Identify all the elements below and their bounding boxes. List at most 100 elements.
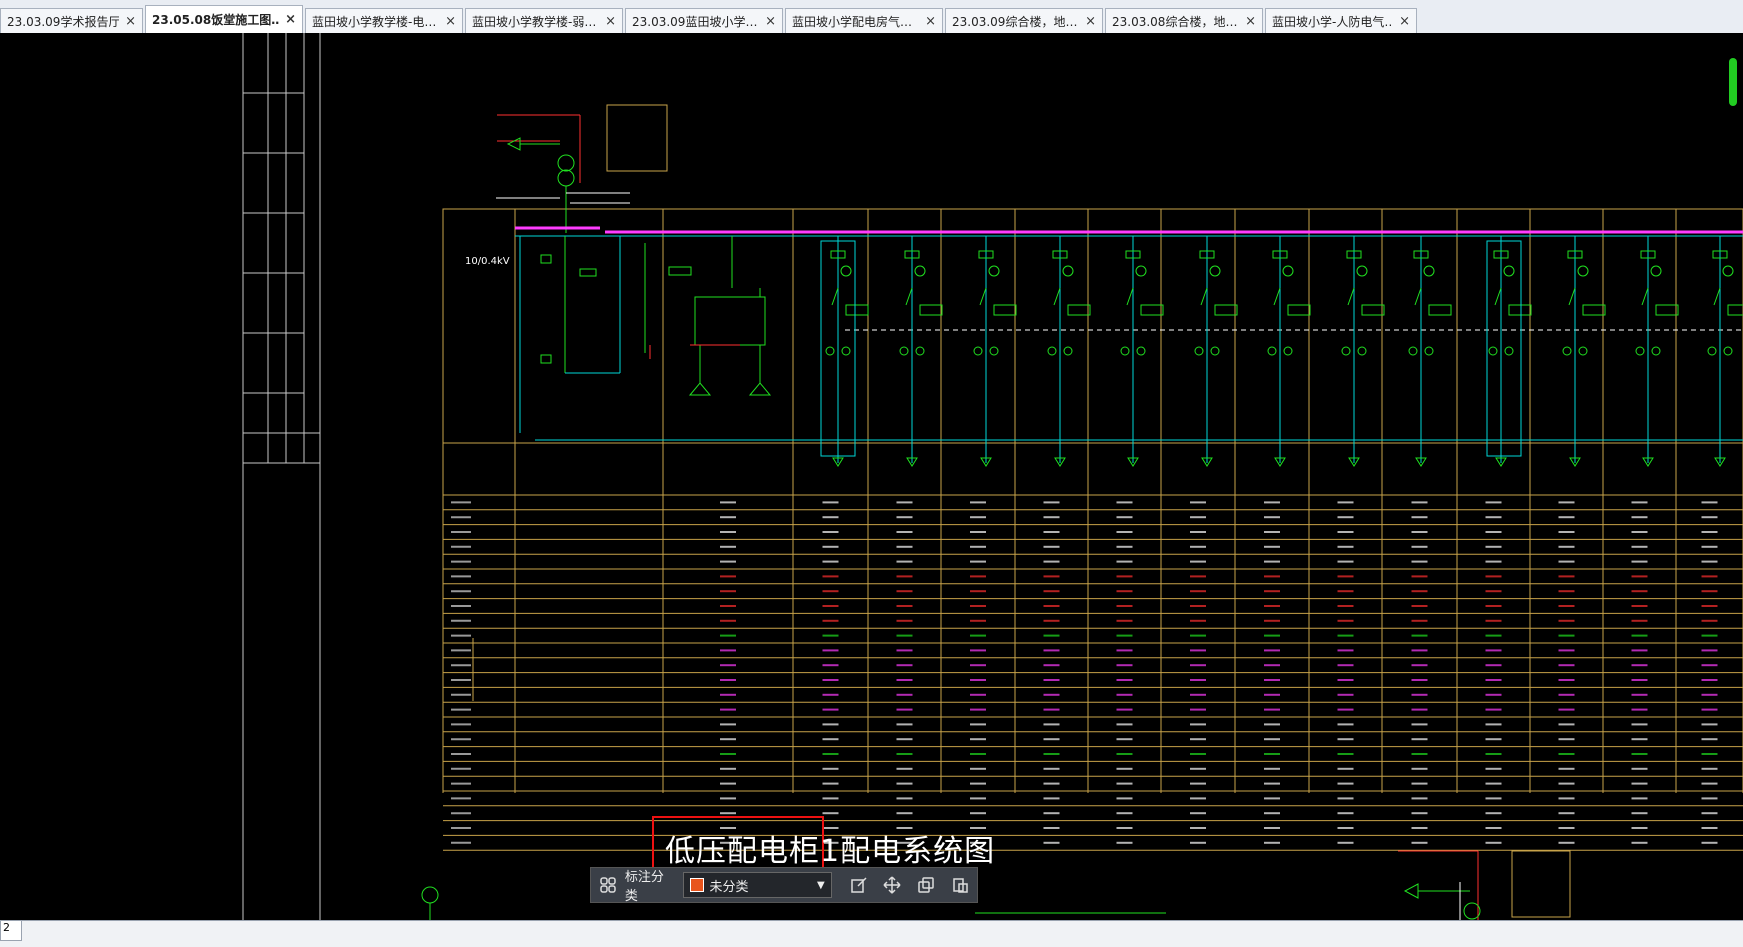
close-icon[interactable]: × bbox=[1085, 13, 1096, 29]
transformer-incoming bbox=[496, 104, 668, 233]
switch-contact bbox=[1053, 287, 1061, 306]
annotation-toolbar: 标注分类 未分类 ▼ bbox=[590, 867, 978, 904]
ct-circle bbox=[1341, 346, 1351, 356]
switch-contact bbox=[1200, 287, 1208, 306]
meter-circle bbox=[840, 265, 852, 277]
breaker-label-box bbox=[904, 250, 920, 259]
meter-circle bbox=[1423, 265, 1435, 277]
category-select[interactable]: 未分类 ▼ bbox=[682, 872, 832, 898]
feeder bbox=[1408, 236, 1452, 467]
protection-box bbox=[1140, 304, 1164, 316]
move-icon[interactable] bbox=[879, 872, 905, 898]
parameter-table bbox=[443, 494, 1743, 851]
cad-drawing[interactable]: 10/0.4kV bbox=[0, 33, 1743, 920]
cad-canvas[interactable]: 10/0.4kV bbox=[0, 33, 1743, 920]
tab-5[interactable]: 蓝田坡小学配电房气… × bbox=[785, 8, 943, 33]
feeder bbox=[1047, 236, 1091, 467]
breaker-label-box bbox=[1413, 250, 1429, 259]
protection-box bbox=[1508, 304, 1532, 316]
close-icon[interactable]: × bbox=[765, 13, 776, 29]
second-transformer-fragment bbox=[1398, 850, 1571, 920]
paste-icon[interactable] bbox=[947, 872, 973, 898]
feeder bbox=[825, 236, 869, 467]
close-icon[interactable]: × bbox=[445, 13, 456, 29]
meter-circle bbox=[914, 265, 926, 277]
ct-circle bbox=[1578, 346, 1588, 356]
edit-icon[interactable] bbox=[846, 872, 872, 898]
breaker-label-box bbox=[1346, 250, 1362, 259]
breaker-label-box bbox=[1199, 250, 1215, 259]
protection-box bbox=[1428, 304, 1452, 316]
close-icon[interactable]: × bbox=[1399, 13, 1410, 29]
ct-circle bbox=[1635, 346, 1645, 356]
copy-icon[interactable] bbox=[913, 872, 939, 898]
output-arrow bbox=[1415, 457, 1427, 467]
tab-2[interactable]: 蓝田坡小学教学楼-电…× bbox=[305, 8, 463, 33]
switch-contact bbox=[1713, 287, 1721, 306]
ct-circle bbox=[1283, 346, 1293, 356]
title-block bbox=[242, 33, 321, 920]
tab-label: 23.03.08综合楼，地… bbox=[1112, 14, 1238, 29]
output-arrow bbox=[1569, 457, 1581, 467]
ct-circle bbox=[1357, 346, 1367, 356]
output-arrow bbox=[1714, 457, 1726, 467]
breaker-label-box bbox=[830, 250, 846, 259]
tab-0[interactable]: 23.03.09学术报告厅…× bbox=[0, 8, 143, 33]
feeder bbox=[1267, 236, 1311, 467]
breaker-label-box bbox=[1712, 250, 1728, 259]
ct-circle bbox=[1651, 346, 1661, 356]
breaker-label-box bbox=[1640, 250, 1656, 259]
switch-contact bbox=[1414, 287, 1422, 306]
ct-circle bbox=[1047, 346, 1057, 356]
protection-box bbox=[919, 304, 943, 316]
ct-circle bbox=[825, 346, 835, 356]
ct-circle bbox=[1063, 346, 1073, 356]
switch-contact bbox=[1494, 287, 1502, 306]
ct-circle bbox=[1562, 346, 1572, 356]
breaker-label-box bbox=[1052, 250, 1068, 259]
bottom-left-fragment bbox=[421, 886, 1166, 920]
switch-contact bbox=[831, 287, 839, 306]
close-icon[interactable]: × bbox=[285, 12, 296, 27]
ct-circle bbox=[915, 346, 925, 356]
tab-label: 蓝田坡小学配电房气… bbox=[792, 14, 913, 29]
output-arrow bbox=[906, 457, 918, 467]
tab-8[interactable]: 蓝田坡小学-人防电气… × bbox=[1265, 8, 1417, 33]
protection-box bbox=[993, 304, 1017, 316]
tab-6[interactable]: 23.03.09综合楼，地… × bbox=[945, 8, 1103, 33]
close-icon[interactable]: × bbox=[605, 13, 616, 29]
meter-circle bbox=[1062, 265, 1074, 277]
feeder-group-box bbox=[1486, 240, 1522, 457]
meter-circle bbox=[988, 265, 1000, 277]
close-icon[interactable]: × bbox=[925, 13, 936, 29]
tab-4[interactable]: 23.03.09蓝田坡小学…× bbox=[625, 8, 783, 33]
switch-contact bbox=[1347, 287, 1355, 306]
switch-contact bbox=[1273, 287, 1281, 306]
protection-box bbox=[845, 304, 869, 316]
breaker-label-box bbox=[1272, 250, 1288, 259]
meter-circle bbox=[1577, 265, 1589, 277]
close-icon[interactable]: × bbox=[1245, 13, 1256, 29]
tab-label: 蓝田坡小学-人防电气… bbox=[1272, 14, 1394, 29]
ct-circle bbox=[1504, 346, 1514, 356]
feeder bbox=[973, 236, 1017, 467]
tab-label: 23.03.09综合楼，地… bbox=[952, 14, 1078, 29]
grid-icon[interactable] bbox=[595, 872, 621, 898]
protection-box bbox=[1361, 304, 1385, 316]
ct-circle bbox=[989, 346, 999, 356]
feeder bbox=[1341, 236, 1385, 467]
ct-circle bbox=[1408, 346, 1418, 356]
feeder bbox=[1488, 236, 1532, 467]
meter-circle bbox=[1209, 265, 1221, 277]
meter-circle bbox=[1650, 265, 1662, 277]
sheet-tab[interactable]: 2 bbox=[0, 921, 22, 941]
vertical-scrollbar-thumb[interactable] bbox=[1729, 58, 1737, 106]
switch-contact bbox=[1126, 287, 1134, 306]
close-icon[interactable]: × bbox=[125, 13, 136, 29]
tab-1[interactable]: 23.05.08饭堂施工图…× bbox=[145, 5, 303, 33]
tab-7[interactable]: 23.03.08综合楼，地… × bbox=[1105, 8, 1263, 33]
switch-contact bbox=[1568, 287, 1576, 306]
tab-3[interactable]: 蓝田坡小学教学楼-弱…× bbox=[465, 8, 623, 33]
output-arrow bbox=[980, 457, 992, 467]
ct-circle bbox=[841, 346, 851, 356]
